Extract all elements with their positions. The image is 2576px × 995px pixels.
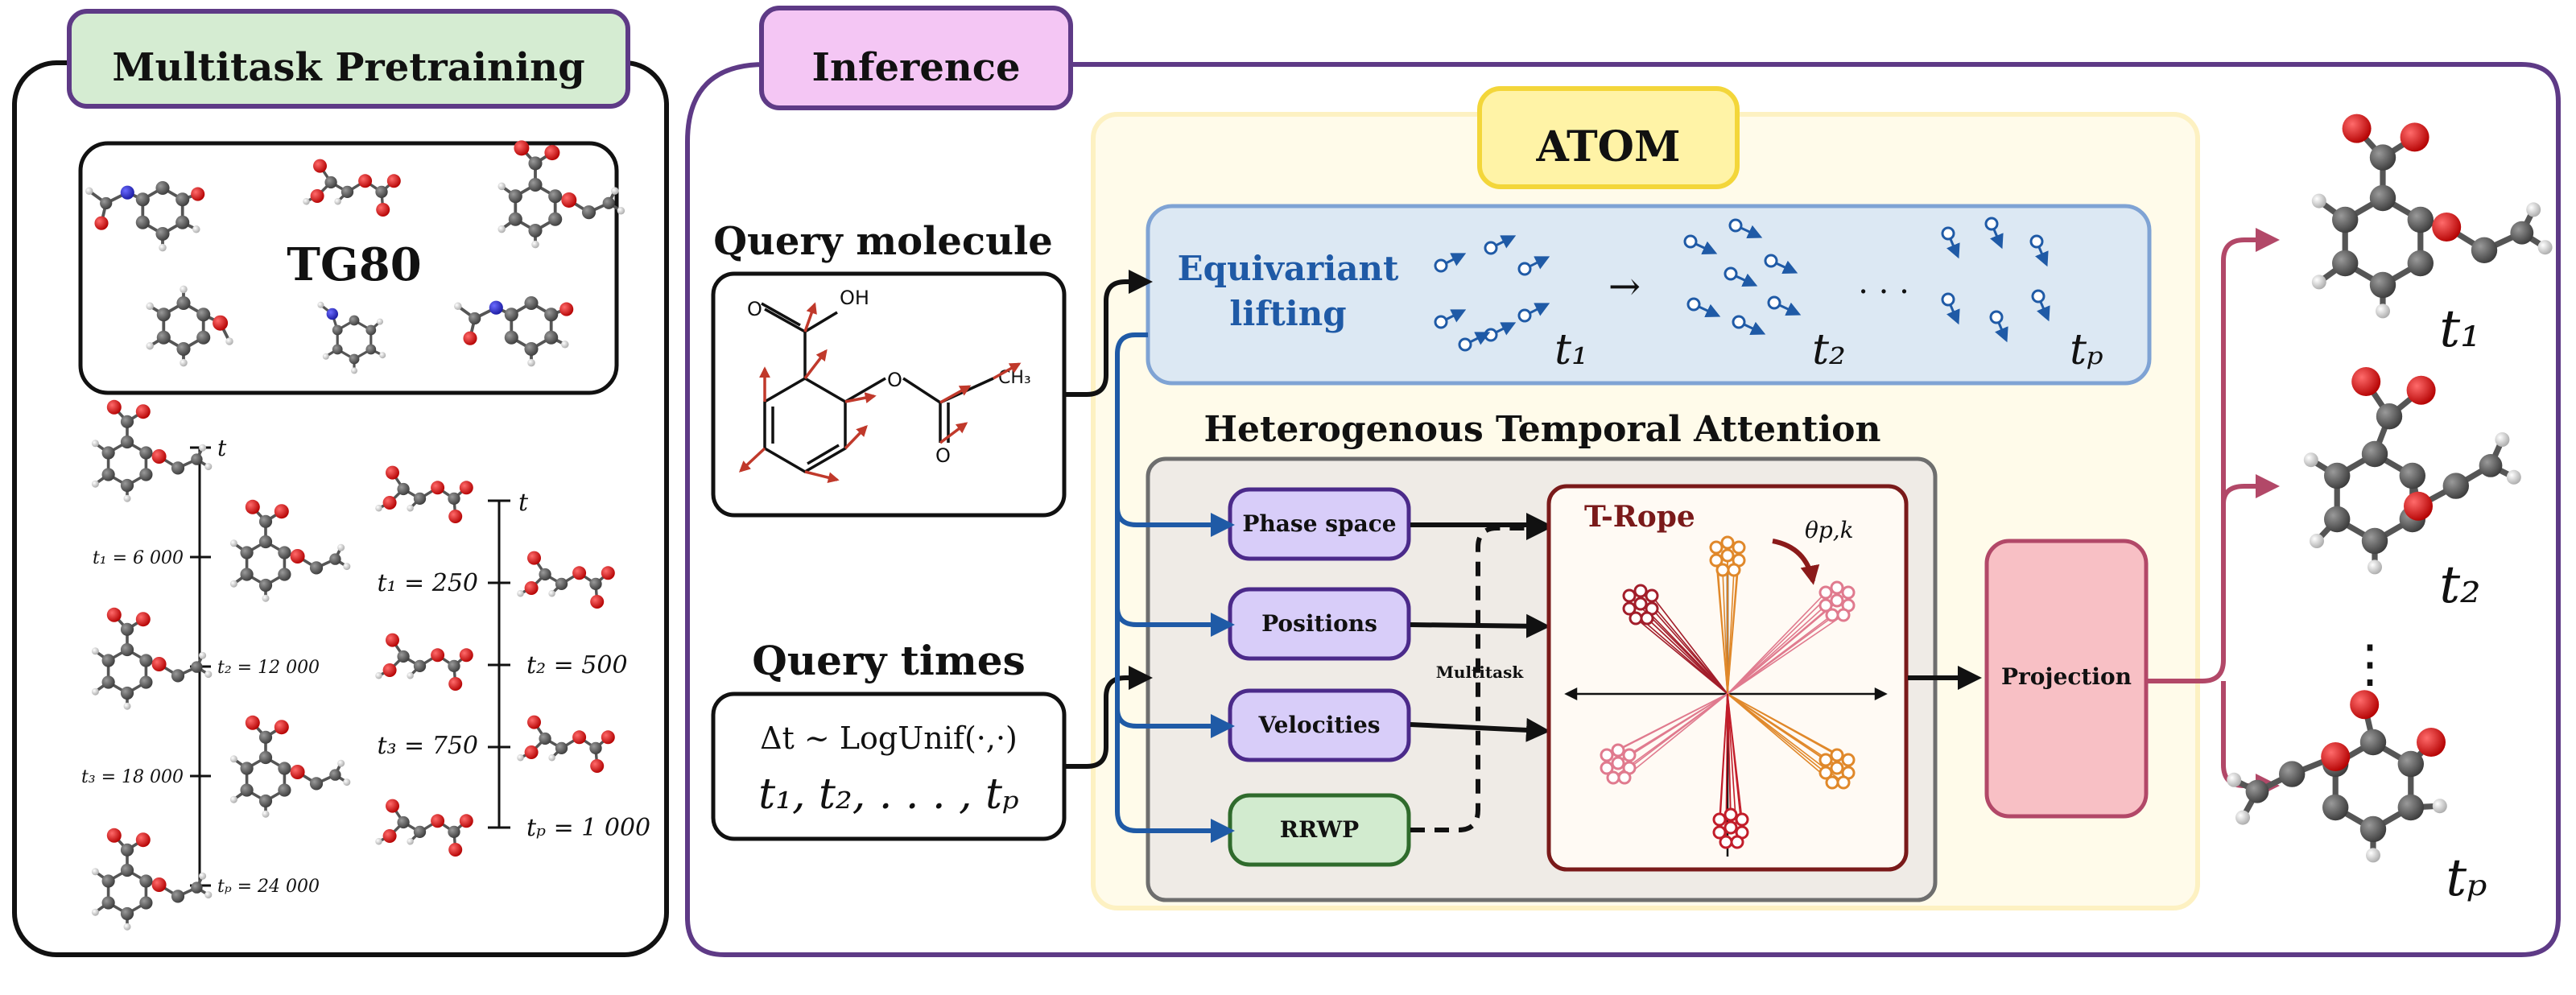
output-time-p: tₚ [2446, 848, 2487, 908]
timeline-left-tp: tₚ = 24 000 [217, 877, 320, 897]
dataset-molecule-3 [497, 140, 625, 249]
timeline-right-t1: t₁ = 250 [377, 569, 478, 597]
input-positions: Positions [1228, 587, 1411, 661]
lifting-frame-2 [1683, 218, 1802, 336]
hta-box: Phase space Positions Velocities RRWP [1146, 456, 1982, 902]
timeline-left-axis: t [217, 435, 227, 461]
projection-box: Projection [1984, 539, 2149, 819]
query-molecule-box: O OH O O CH₃ [711, 271, 1067, 518]
output-vdots: ⋮ [2344, 634, 2396, 694]
query-molecule-title: Query molecule [713, 219, 1053, 264]
dataset-box: TG80 [78, 140, 625, 395]
lifting-title-line2: lifting [1229, 294, 1346, 333]
dataset-molecule-2 [303, 159, 401, 217]
timeline-right-t2: t₂ = 500 [526, 651, 628, 679]
output-molecule-p [2227, 690, 2447, 863]
trope-rotation-clusters [1600, 535, 1856, 849]
timeline-left-molecule-4 [91, 828, 213, 931]
molecule-label-o-2: O [887, 369, 902, 391]
output-molecule-1 [2311, 114, 2553, 319]
timeline-right-molecule-3 [517, 715, 615, 773]
lifting-time-1: t₁ [1554, 326, 1588, 374]
lifting-arrow: → [1608, 264, 1641, 309]
input-phase-space: Phase space [1228, 487, 1411, 561]
pretrain-header [67, 9, 630, 109]
timeline-left: t t₁ = 6 000 t₂ = 12 000 t₃ = 18 000 tₚ … [81, 399, 351, 931]
trope-title: T-Rope [1584, 500, 1695, 534]
input-rrwp: RRWP [1228, 793, 1411, 867]
timeline-right: t t₁ = 250 t₂ = 500 t₃ = 750 tₚ = 1 000 [375, 465, 650, 857]
rotation-arrow-icon [1772, 539, 1820, 585]
timeline-right-molecule-1 [517, 551, 615, 609]
timeline-right-molecule-4 [375, 799, 473, 857]
query-times-title: Query times [752, 637, 1025, 684]
query-times-list: t₁, t₂, . . . , tₚ [758, 770, 1019, 819]
dataset-molecule-5 [317, 301, 386, 374]
lifting-title-line1: Equivariant [1178, 249, 1399, 288]
multitask-label: Multitask [1436, 663, 1525, 682]
dataset-molecule-6 [454, 295, 574, 367]
timeline-left-t3: t₃ = 18 000 [81, 767, 184, 787]
lifting-frame-p [1941, 217, 2050, 343]
timeline-right-axis: t [518, 489, 529, 517]
input-positions-label: Positions [1261, 610, 1377, 637]
input-velocities: Velocities [1228, 688, 1411, 762]
pretrain-title: Multitask Pretraining [112, 45, 584, 90]
equivariant-lifting-box: Equivariant lifting → . . . t₁ t₂ tₚ [1146, 204, 2152, 386]
timeline-right-t3: t₃ = 750 [377, 732, 478, 760]
atom-title: ATOM [1535, 122, 1680, 171]
timeline-left-t1: t₁ = 6 000 [93, 548, 184, 568]
inference-panel: Inference Query molecule O OH O [685, 6, 2561, 957]
input-rrwp-label: RRWP [1280, 816, 1359, 843]
input-phase-space-label: Phase space [1242, 510, 1396, 537]
output-time-2: t₂ [2439, 555, 2480, 615]
lifting-frame-1 [1434, 235, 1550, 352]
timeline-right-molecule-0 [375, 465, 473, 523]
timeline-left-molecule-2 [91, 607, 213, 710]
query-times-box: Δt ~ LogUnif(·,·) t₁, t₂, . . . , tₚ [711, 692, 1067, 841]
hta-title: Heterogenous Temporal Attention [1203, 409, 1880, 450]
atom-header [1477, 86, 1740, 189]
lifting-time-2: t₂ [1812, 326, 1846, 374]
projection-label: Projection [2001, 663, 2132, 690]
dataset-label: TG80 [287, 238, 421, 291]
rotation-angle: θp,k [1805, 517, 1854, 543]
molecule-label-ch3: CH₃ [998, 368, 1031, 388]
timeline-right-tp: tₚ = 1 000 [526, 814, 650, 842]
timeline-left-molecule-3 [229, 715, 351, 818]
timeline-right-molecule-2 [375, 633, 473, 691]
lifting-dots: . . . [1858, 264, 1909, 301]
atom-module: ATOM Equivariant lifting → . . . t₁ t₂ t… [1091, 86, 2200, 910]
molecule-label-o-1: O [747, 298, 762, 320]
pretrain-panel: Multitask Pretraining TG80 t t₁ = 6 000 … [12, 9, 669, 957]
inference-title: Inference [811, 45, 1020, 90]
output-molecule-2 [2303, 367, 2521, 575]
molecule-label-o-3: O [935, 444, 951, 467]
timeline-left-molecule-0 [91, 399, 213, 502]
molecule-label-oh: OH [840, 287, 869, 309]
lifting-time-p: tₚ [2070, 326, 2103, 374]
timeline-left-t2: t₂ = 12 000 [217, 658, 320, 678]
output-time-1: t₁ [2439, 299, 2480, 359]
delta-t-distribution: Δt ~ LogUnif(·,·) [760, 720, 1018, 756]
timeline-left-molecule-1 [229, 499, 351, 602]
inference-header [759, 6, 1073, 110]
trope-box: T-Rope θp,k [1546, 484, 1909, 872]
input-velocities-label: Velocities [1257, 712, 1380, 738]
dataset-molecule-4 [146, 285, 233, 367]
dataset-molecule-1 [85, 180, 205, 252]
